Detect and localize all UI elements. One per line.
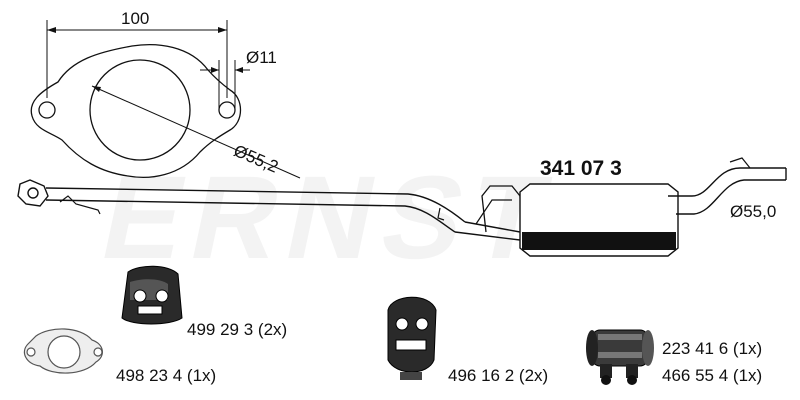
pipe-clamp [586, 329, 654, 385]
flange-bore [89, 59, 191, 161]
silencer-band [522, 232, 676, 250]
flange-hole-right [218, 101, 236, 119]
flange-hole-dimension: Ø11 [246, 48, 277, 67]
accessory-label-498234: 498 23 4 (1x) [116, 366, 217, 385]
accessory-label-223416: 223 41 6 (1x) [662, 339, 763, 358]
gasket [23, 328, 103, 374]
flange-drawing [30, 20, 301, 179]
accessory-label-466554: 466 55 4 (1x) [662, 366, 763, 385]
flange-width-dimension: 100 [121, 9, 150, 28]
tail-pipe-top [668, 167, 786, 197]
tail-pipe-bottom [676, 179, 786, 215]
main-part-number: 341 07 3 [540, 157, 622, 180]
rubber-hanger-2 [387, 296, 437, 380]
accessory-label-496162: 496 16 2 (2x) [448, 366, 549, 385]
exhaust-assembly [17, 157, 787, 257]
flange-hole-left [38, 101, 56, 119]
front-pipe-bottom [45, 199, 456, 233]
accessory-label-499293: 499 29 3 (2x) [187, 320, 288, 339]
front-flange [17, 179, 49, 207]
rubber-hanger-1 [121, 265, 183, 325]
front-pipe-top [45, 187, 466, 223]
flange-outline [30, 44, 242, 178]
outlet-diameter: Ø55,0 [730, 202, 777, 221]
